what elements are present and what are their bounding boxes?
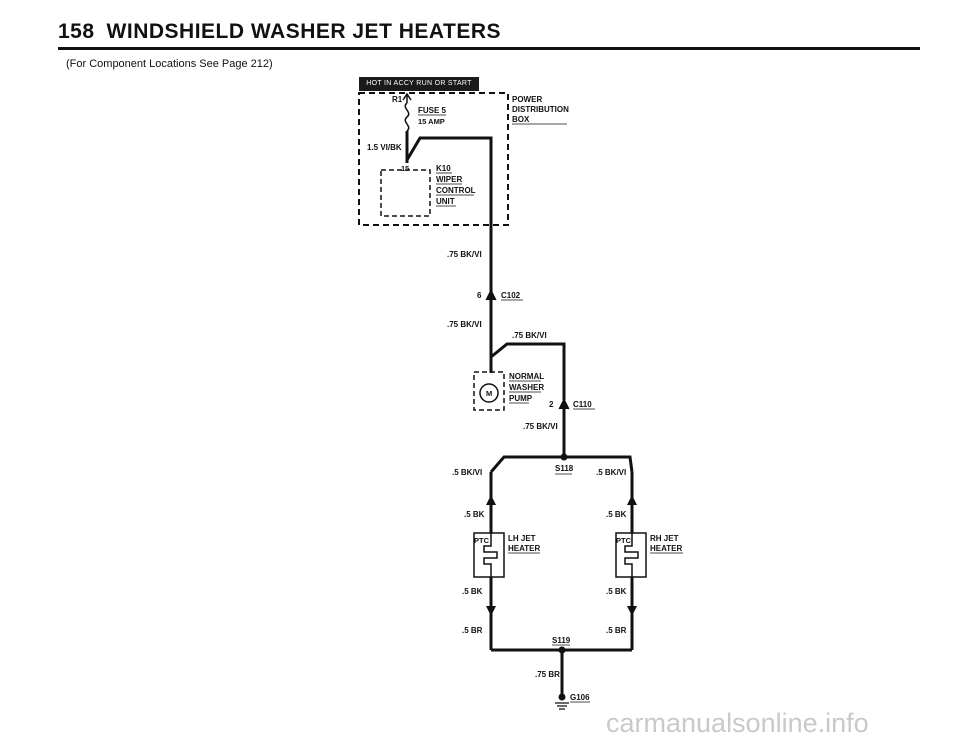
watermark: carmanualsonline.info [606,708,869,738]
pump-label-1: NORMAL [509,372,544,381]
wiper-control-unit-outline [380,169,431,217]
left-upper-connector-icon [486,495,496,505]
rh-heater-element [624,533,639,577]
pump-motor-icon [479,383,499,403]
header-rule [58,47,920,50]
left-lower-connector-icon [486,606,496,616]
wire-label-w2: .75 BK/VI [447,320,482,329]
component-location-note: (For Component Locations See Page 212) [66,58,273,70]
power-label-3: BOX [512,115,530,124]
rh-ptc-label: PTC [616,536,632,545]
wire-label-w3: .75 BK/VI [512,331,547,340]
hot-in-banner: HOT IN ACCY RUN OR START [359,77,479,91]
washer-pump-outline [473,371,505,411]
c102-label: C102 [501,291,521,300]
power-distribution-box-outline [358,92,509,226]
ground-symbol-icon [555,702,569,710]
c110-pin: 2 [549,400,554,409]
wiper-label-1: K10 [436,164,451,173]
wiper-label-4: UNIT [436,197,455,206]
pump-motor-letter: M [486,389,492,398]
lh-heater-element [483,533,498,577]
wire-fuse-out: 1.5 VI/BK [367,143,402,152]
wire-label-right-top: .5 BK/VI [596,468,626,477]
wiper-label-2: WIPER [436,175,462,184]
fuse-rating: 15 AMP [418,117,445,126]
wire-label-right-low: .5 BK [606,587,627,596]
wire-label-left-br: .5 BR [462,626,483,635]
c102-pin: 6 [477,291,482,300]
right-upper-connector-icon [627,495,637,505]
c110-connector-icon [558,397,570,410]
lh-heater-label-1: LH JET [508,534,536,543]
s118-label: S118 [555,464,574,473]
page-number: 158 [58,20,95,43]
pump-label-3: PUMP [509,394,533,403]
lh-ptc-label: PTC [474,536,490,545]
wiper-pin-15: 15 [401,164,409,173]
page-header: 158 WINDSHIELD WASHER JET HEATERS [58,20,501,44]
rh-heater-label-2: HEATER [650,544,683,553]
wire-label-w4: .75 BK/VI [523,422,558,431]
ground-label: G106 [570,693,590,702]
rh-heater-label-1: RH JET [650,534,679,543]
rh-heater-body [615,532,647,578]
lh-heater-body [473,532,505,578]
fuse-symbol [402,92,412,132]
wire-to-c110 [490,342,566,400]
wire-label-left-mid: .5 BK [464,510,485,519]
pump-label-2: WASHER [509,383,544,392]
right-lower-connector-icon [627,606,637,616]
lh-heater-label-2: HEATER [508,544,541,553]
wire-feed-main [405,136,493,340]
terminal-r1: R1 [392,95,403,104]
page-title: WINDSHIELD WASHER JET HEATERS [106,20,502,43]
fuse-label: FUSE 5 [418,106,447,115]
wire-label-right-mid: .5 BK [606,510,627,519]
wire-label-w1: .75 BK/VI [447,250,482,259]
c102-connector-icon [485,288,497,301]
s119-label: S119 [552,636,571,645]
wire-label-left-top: .5 BK/VI [452,468,482,477]
ground-point-dot [558,693,566,701]
s118-splice-dot [560,453,568,461]
power-label-2: DISTRIBUTION [512,105,569,114]
wire-label-ground: .75 BR [535,670,560,679]
wiper-label-3: CONTROL [436,186,476,195]
wire-label-right-br: .5 BR [606,626,627,635]
wire-label-left-low: .5 BK [462,587,483,596]
power-label-1: POWER [512,95,542,104]
c110-label: C110 [573,400,592,409]
